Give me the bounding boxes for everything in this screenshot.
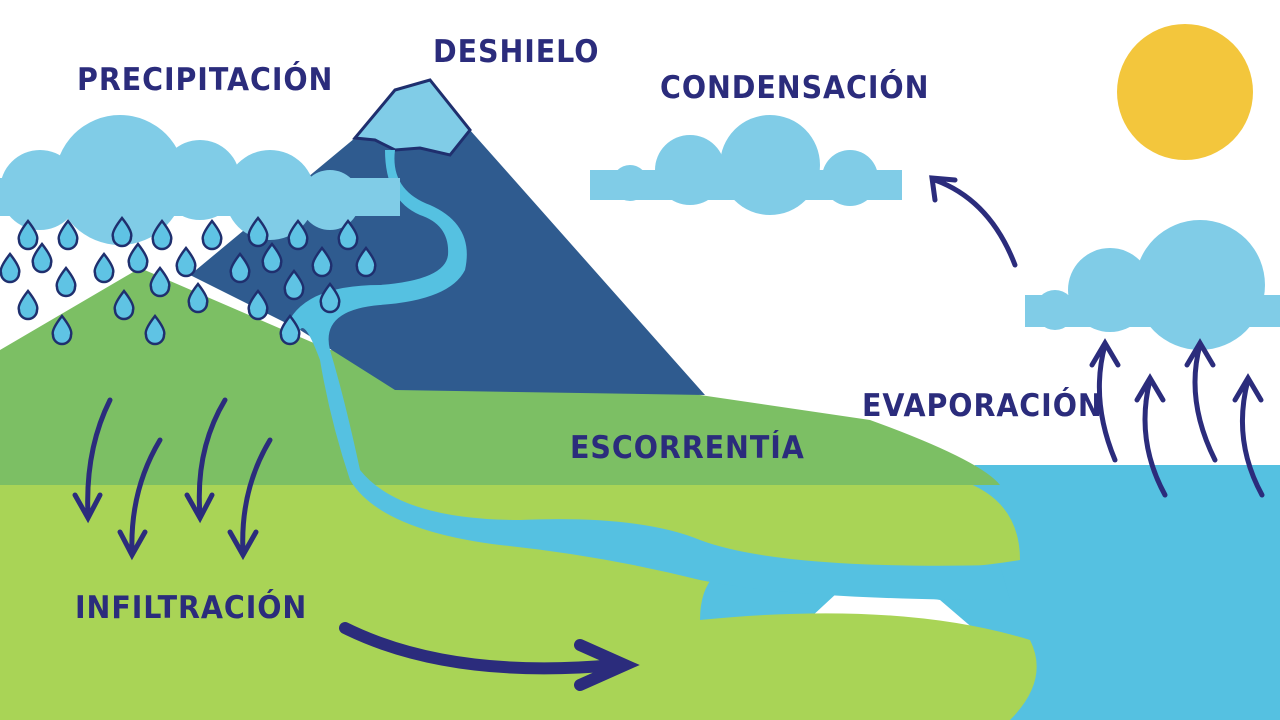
raindrop xyxy=(337,218,359,251)
raindrop xyxy=(17,218,39,251)
label-evaporation: EVAPORACIÓN xyxy=(862,388,1103,424)
raindrop xyxy=(187,281,209,314)
raindrop xyxy=(247,288,269,321)
condensation-arrow xyxy=(929,175,1018,268)
sun xyxy=(1117,24,1253,160)
groundwater-arrow xyxy=(339,622,640,691)
raindrops xyxy=(0,215,377,346)
arrows xyxy=(72,175,1265,691)
raindrop xyxy=(229,251,251,284)
label-precipitation: PRECIPITACIÓN xyxy=(77,62,334,98)
raindrop xyxy=(149,265,171,298)
raindrop xyxy=(93,251,115,284)
evaporation-arrow xyxy=(1134,373,1168,498)
raindrop xyxy=(0,251,21,284)
raindrop xyxy=(51,313,73,346)
label-runoff: ESCORRENTÍA xyxy=(570,430,805,466)
raindrop xyxy=(175,245,197,278)
raindrop xyxy=(113,288,135,321)
label-condensation: CONDENSACIÓN xyxy=(660,70,930,106)
ground xyxy=(0,480,1037,720)
condensation-cloud xyxy=(590,115,902,215)
rain-cloud xyxy=(0,115,400,245)
raindrop xyxy=(17,288,39,321)
raindrop xyxy=(247,215,269,248)
raindrop xyxy=(319,281,341,314)
infiltration-arrow xyxy=(72,397,113,524)
evaporation-arrow xyxy=(1089,338,1121,463)
raindrop xyxy=(283,268,305,301)
raindrop xyxy=(287,218,309,251)
evaporation-cloud xyxy=(1025,220,1280,350)
label-infiltration: INFILTRACIÓN xyxy=(75,590,308,626)
raindrop xyxy=(111,215,133,248)
raindrop xyxy=(279,313,301,346)
raindrop xyxy=(355,245,377,278)
evaporation-arrow xyxy=(1232,373,1265,498)
raindrop xyxy=(151,218,173,251)
raindrop xyxy=(261,241,283,274)
infiltration-arrow xyxy=(227,437,273,561)
raindrop xyxy=(144,313,166,346)
snow-cap xyxy=(352,78,472,157)
raindrop xyxy=(201,218,223,251)
evaporation-arrow xyxy=(1184,338,1218,463)
raindrop xyxy=(57,218,79,251)
infiltration-arrow xyxy=(184,397,228,524)
river xyxy=(285,150,1010,600)
raindrop xyxy=(31,241,53,274)
raindrop xyxy=(55,265,77,298)
label-snowmelt: DESHIELO xyxy=(433,34,600,70)
raindrop xyxy=(127,241,149,274)
raindrop xyxy=(311,245,333,278)
infiltration-arrow xyxy=(117,437,163,561)
